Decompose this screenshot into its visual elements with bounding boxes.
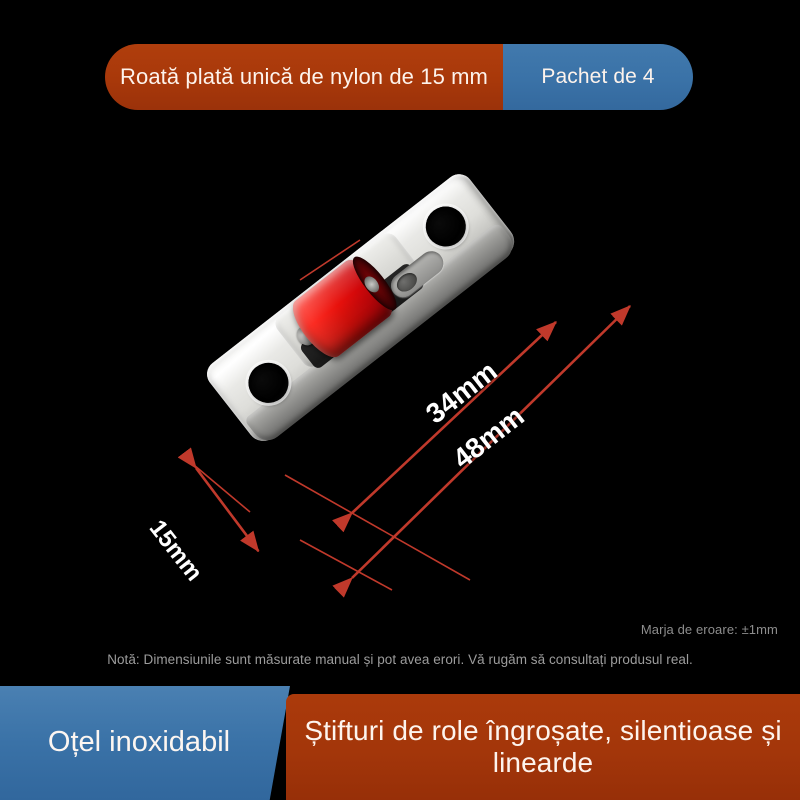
bottom-banner-feature-label: Știfturi de role îngroșate, silentioase … xyxy=(304,714,782,778)
stainless-bracket xyxy=(201,168,521,448)
bottom-banner-feature: Știfturi de role îngroșate, silentioase … xyxy=(286,694,800,800)
bottom-banner-material: Oțel inoxidabil xyxy=(0,686,290,800)
top-banner: Roată plată unică de nylon de 15 mm Pach… xyxy=(105,44,693,110)
error-margin-note: Marja de eroare: ±1mm xyxy=(640,622,778,637)
product-photo: 34mm 48mm 15mm xyxy=(0,120,800,640)
measurement-disclaimer: Notă: Dimensiunile sunt măsurate manual … xyxy=(107,652,693,667)
bottom-banner-material-label: Oțel inoxidabil xyxy=(47,726,231,759)
roller-assembly xyxy=(196,168,576,520)
top-banner-pack-label: Pachet de 4 xyxy=(503,44,693,110)
top-banner-product-label: Roată plată unică de nylon de 15 mm xyxy=(105,44,503,110)
dimension-label-15mm: 15mm xyxy=(143,515,208,587)
